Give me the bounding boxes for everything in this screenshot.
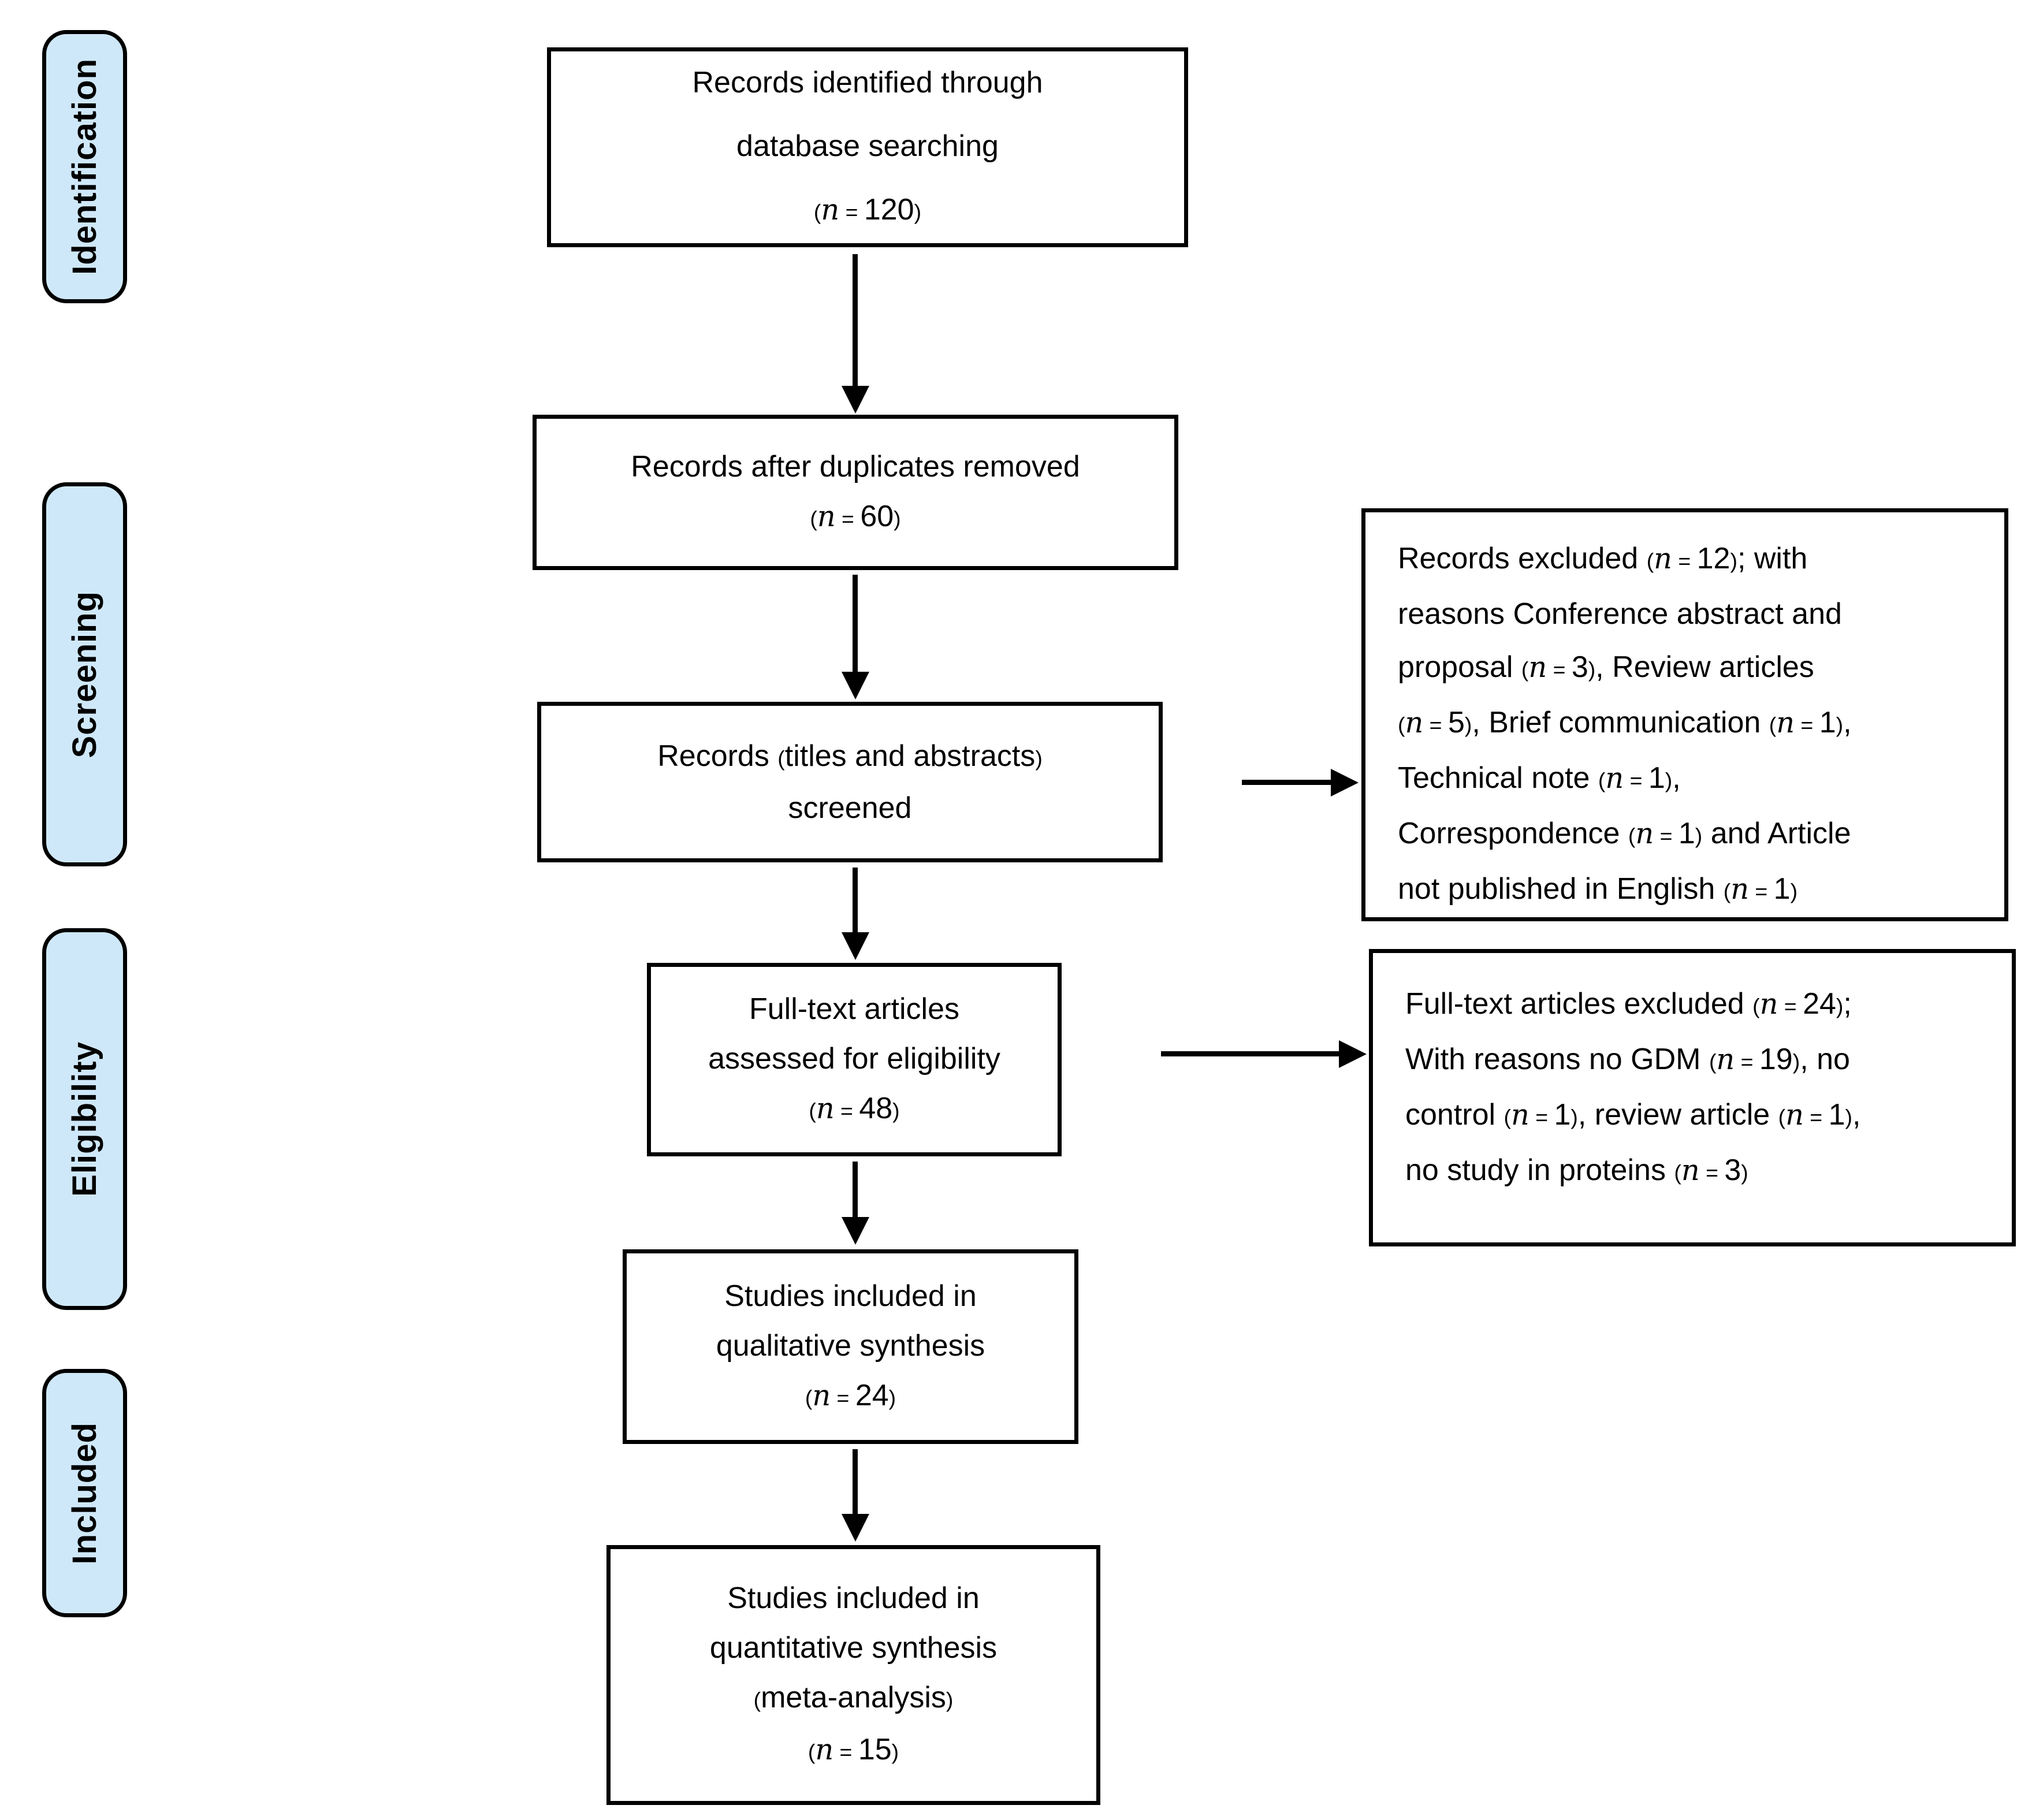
down-arrowhead-icon xyxy=(842,386,869,414)
stage-eligibility: Eligibility xyxy=(42,928,127,1310)
box-records-screened: Records (titles and abstracts) screened xyxy=(537,702,1163,862)
text-line: (n = 15) xyxy=(807,1733,899,1766)
down-arrowhead-icon xyxy=(842,672,869,699)
stage-identification: Identification xyxy=(42,30,127,303)
box-qualitative-synthesis: Studies included in qualitative synthesi… xyxy=(623,1249,1078,1444)
box-quantitative-synthesis: Studies included in quantitative synthes… xyxy=(606,1545,1100,1805)
text-line: (n = 24) xyxy=(805,1378,896,1412)
down-arrowhead-icon xyxy=(842,1514,869,1542)
stage-included-label: Included xyxy=(66,1421,103,1565)
text-line: database searching xyxy=(736,129,999,163)
text-line: Studies included in xyxy=(727,1581,980,1615)
text-line: Records identified through xyxy=(692,66,1043,99)
box-records-after-duplicates: Records after duplicates removed (n = 60… xyxy=(533,415,1178,570)
arrow-line-screened-to-excluded xyxy=(1242,780,1333,785)
text-line: Full-text articles xyxy=(749,992,960,1026)
text-line: qualitative synthesis xyxy=(716,1328,985,1363)
text-line: Studies included in xyxy=(724,1279,977,1313)
right-arrowhead-icon xyxy=(1331,769,1359,797)
text-line: (n = 120) xyxy=(813,193,922,226)
stage-identification-label: Identification xyxy=(66,58,103,275)
text-line: (meta-analysis) xyxy=(753,1681,954,1714)
right-arrowhead-icon xyxy=(1339,1040,1367,1068)
text-line: (n = 60) xyxy=(810,499,901,533)
box-fulltext-assessed: Full-text articles assessed for eligibil… xyxy=(647,963,1062,1156)
arrow-line-screened-to-fulltext xyxy=(853,868,858,935)
box-records-identified: Records identified through database sear… xyxy=(547,47,1188,247)
down-arrowhead-icon xyxy=(842,1217,869,1245)
arrow-line-fulltext-to-excluded xyxy=(1161,1051,1341,1056)
text-line: assessed for eligibility xyxy=(708,1041,1000,1075)
stage-included: Included xyxy=(42,1369,127,1617)
text-line: quantitative synthesis xyxy=(709,1631,998,1665)
text-line: Records after duplicates removed xyxy=(631,449,1080,483)
text-line: (n = 48) xyxy=(809,1091,900,1125)
arrow-line-deduped-to-screened xyxy=(853,575,858,674)
arrow-line-qualitative-to-quantitative xyxy=(853,1449,858,1516)
arrow-line-fulltext-to-qualitative xyxy=(853,1162,858,1219)
stage-eligibility-label: Eligibility xyxy=(66,1041,103,1197)
stage-screening: Screening xyxy=(42,482,127,866)
arrow-line-identified-to-deduped xyxy=(853,254,858,388)
box-fulltext-excluded: Full-text articles excluded (n = 24);Wit… xyxy=(1369,949,2016,1246)
down-arrowhead-icon xyxy=(842,932,869,960)
stage-screening-label: Screening xyxy=(66,590,103,758)
text-line: Records (titles and abstracts) xyxy=(657,739,1043,773)
text-line: screened xyxy=(788,791,912,825)
